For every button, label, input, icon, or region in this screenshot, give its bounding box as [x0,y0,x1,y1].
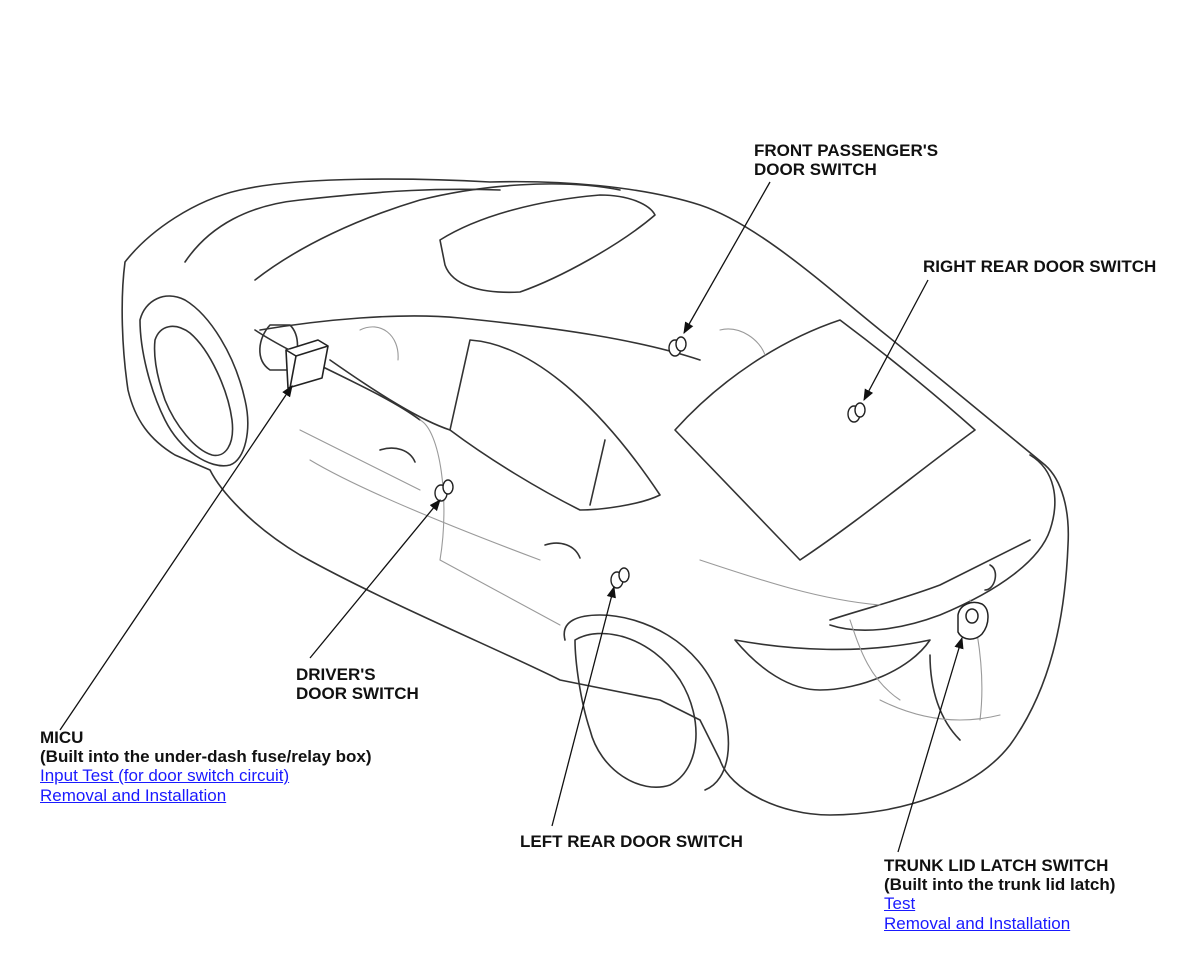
trunk-removal-installation-link[interactable]: Removal and Installation [884,914,1071,933]
drivers-switch-icon [434,479,454,502]
front-passenger-switch-icon [668,336,687,357]
micu-removal-installation-link[interactable]: Removal and Installation [40,786,227,805]
micu-subtitle: (Built into the under-dash fuse/relay bo… [40,747,372,766]
car-outline [121,178,1070,816]
trunk-test-link[interactable]: Test [884,894,916,913]
front-passenger-door-switch-label: FRONT PASSENGER'S DOOR SWITCH [754,141,939,179]
leader-right-rear [863,279,929,402]
drivers-door-switch-label: DRIVER'S DOOR SWITCH [296,665,419,703]
left-rear-switch-icon [610,567,630,589]
leader-trunk [897,636,964,853]
left-rear-door-switch-label: LEFT REAR DOOR SWITCH [520,832,743,851]
trunk-title: TRUNK LID LATCH SWITCH [884,856,1109,875]
leader-lines [59,181,964,853]
micu-input-test-link[interactable]: Input Test (for door switch circuit) [40,766,290,785]
right-rear-switch-icon [847,402,866,423]
leader-front-passenger [683,181,771,335]
micu-title: MICU [40,728,84,747]
micu-label: MICU (Built into the under-dash fuse/rel… [40,728,372,806]
car-detail-lines [299,326,1001,721]
trunk-subtitle: (Built into the trunk lid latch) [884,875,1116,894]
trunk-lid-latch-switch-label: TRUNK LID LATCH SWITCH (Built into the t… [884,856,1115,934]
right-rear-door-switch-label: RIGHT REAR DOOR SWITCH [923,257,1157,276]
trunk-latch-switch-icon [957,601,989,640]
leader-micu [59,385,293,731]
micu-box-icon [285,339,329,389]
leader-left-rear [551,585,616,827]
leader-drivers [309,499,441,659]
